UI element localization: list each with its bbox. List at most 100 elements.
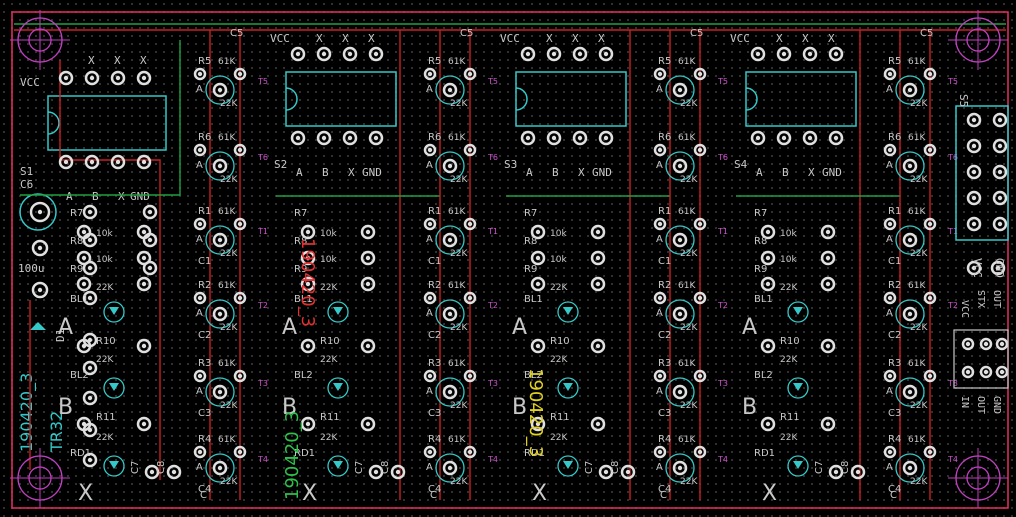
- pad: [883, 67, 897, 81]
- pad: [992, 112, 1008, 128]
- pad: [598, 464, 614, 480]
- c-label: C: [200, 490, 207, 501]
- pad: [442, 306, 458, 322]
- transistor-outline: [895, 299, 925, 329]
- pad: [760, 250, 776, 266]
- version-text: 190420_3: [17, 373, 37, 452]
- transistor-label: T2: [947, 301, 958, 310]
- pad: [693, 67, 707, 81]
- pad: [992, 164, 1008, 180]
- resistor-label: R2: [198, 280, 211, 291]
- pad: [31, 239, 49, 257]
- right-connectors: S5 VCC GND VCC STX OUT IN OUT GND: [953, 94, 1009, 414]
- pad: [590, 250, 606, 266]
- transistor-label: T6: [717, 153, 728, 162]
- lower-connector-outline: [953, 329, 1009, 389]
- r9-label: R9: [524, 264, 537, 275]
- pad: [992, 190, 1008, 206]
- pad: [530, 338, 546, 354]
- pad: [776, 46, 792, 62]
- pad: [290, 130, 306, 146]
- green-version-label: 190420_3: [282, 411, 303, 500]
- transistor-label: T3: [717, 379, 728, 388]
- c7-label: C7: [354, 461, 365, 474]
- pad: [760, 416, 776, 432]
- value-22k-label: 22K: [450, 249, 468, 259]
- value-61k-label: 61K: [448, 207, 466, 217]
- pad: [360, 276, 376, 292]
- x-label: X: [348, 166, 355, 179]
- pad: [136, 276, 152, 292]
- capacitor-label: C4: [658, 484, 671, 495]
- pad: [979, 365, 993, 379]
- resistor-label: R6: [888, 132, 901, 143]
- value-61k-label: 61K: [218, 57, 236, 67]
- transistor-label: T1: [487, 227, 498, 236]
- header-x-label: X: [88, 54, 95, 67]
- value-61k-label: 61K: [908, 133, 926, 143]
- a-label: A: [656, 84, 663, 95]
- pad: [760, 276, 776, 292]
- pad: [342, 130, 358, 146]
- value-22k-label: 22K: [910, 99, 928, 109]
- pad: [653, 217, 667, 231]
- value-61k-label: 61K: [908, 207, 926, 217]
- a-label: A: [656, 386, 663, 397]
- value-22k-label: 22K: [320, 433, 338, 443]
- led-outline: [103, 377, 125, 399]
- pad: [233, 445, 247, 459]
- pad: [423, 217, 437, 231]
- value-61k-label: 61K: [218, 435, 236, 445]
- value-22k-label: 22K: [320, 355, 338, 365]
- cross-mark: X: [302, 481, 317, 506]
- pad: [360, 416, 376, 432]
- pad: [672, 232, 688, 248]
- header-x-label: X: [572, 32, 579, 45]
- r9-label: R9: [754, 264, 767, 275]
- pad: [995, 365, 1009, 379]
- bl1-label: BL1: [754, 294, 773, 305]
- transistor-label: T4: [487, 455, 498, 464]
- pad: [672, 306, 688, 322]
- pad: [423, 291, 437, 305]
- value-22k-label: 22K: [550, 283, 568, 293]
- a-label: A: [196, 234, 203, 245]
- value-10k-label: 10k: [320, 229, 337, 239]
- transistor-outline: [665, 225, 695, 255]
- a-label: A: [886, 308, 893, 319]
- r7-label: R7: [294, 208, 307, 219]
- lower-gnd-label: GND: [991, 396, 1002, 414]
- capacitor-label: C1: [888, 256, 901, 267]
- value-10k-label: 10k: [96, 229, 113, 239]
- green-trace: [20, 40, 181, 196]
- capacitor-label: C1: [658, 256, 671, 267]
- transistor-label: T1: [257, 227, 268, 236]
- pad: [316, 130, 332, 146]
- value-22k-label: 22K: [220, 249, 238, 259]
- pad: [923, 291, 937, 305]
- capacitor-outline: [19, 193, 57, 231]
- transistor-outline: [435, 225, 465, 255]
- pad: [530, 250, 546, 266]
- big-b-label: B: [512, 395, 527, 420]
- resistor-label: R1: [428, 206, 441, 217]
- d1-label: D1: [54, 329, 67, 342]
- pad: [110, 70, 126, 86]
- red-version-label: 190420_3: [297, 238, 318, 327]
- pad: [598, 130, 614, 146]
- lower-vcc-label: VCC: [959, 300, 970, 318]
- big-b-label: B: [58, 395, 73, 420]
- transistor-outline: [205, 225, 235, 255]
- pad: [883, 291, 897, 305]
- resistor-label: R4: [198, 434, 211, 445]
- transistor-label: T3: [257, 379, 268, 388]
- r8-label: R8: [70, 236, 83, 247]
- pad: [961, 337, 975, 351]
- led-icon: [563, 383, 573, 391]
- bl2-label: BL2: [754, 370, 773, 381]
- c8-label: C8: [840, 461, 851, 474]
- transistor-outline: [205, 453, 235, 483]
- a-label: A: [886, 386, 893, 397]
